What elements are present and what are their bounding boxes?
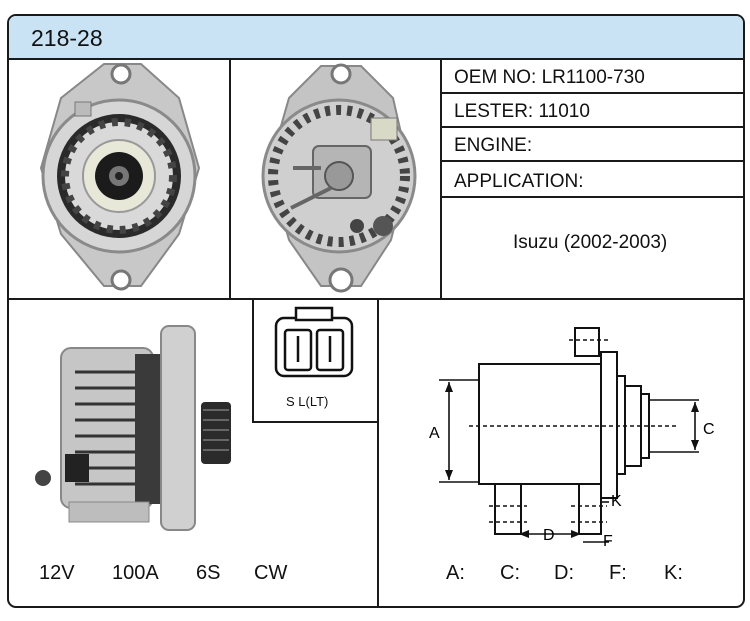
grid-divider [442,126,743,128]
dimension-f: F: [609,562,627,584]
lester-number: LESTER: 11010 [454,101,590,122]
connector-box: S L(LT) [252,300,377,423]
header-bar: 218-28 [9,16,743,60]
dim-label-a: A [429,425,440,442]
spec-voltage: 12V [39,562,75,584]
alternator-side-photo [35,325,231,531]
dimension-k: K: [664,562,683,584]
application-label: APPLICATION: [454,171,584,192]
dim-label-f: F [603,533,613,550]
dim-label-k: K [611,493,622,510]
grid-divider [442,196,743,198]
product-card: 218-28 OEM NO: LR1100-730 LESTER: 11010 … [7,14,745,608]
engine-label: ENGINE: [454,135,533,156]
vehicle-application: Isuzu (2002-2003) [513,232,668,253]
grid-divider [442,92,743,94]
alternator-front-photo [39,63,201,291]
dimension-d: D: [554,562,574,584]
spec-rotation: CW [254,562,288,584]
spec-amperage: 100A [112,562,159,584]
grid-divider [442,160,743,162]
grid-divider [377,300,379,606]
dim-label-c: C [703,421,715,438]
oem-number: OEM NO: LR1100-730 [454,67,645,88]
grid-divider [229,58,231,298]
connector-terminal-label: S L(LT) [286,394,329,409]
alternator-rear-photo [261,63,417,293]
grid-divider [9,298,743,300]
dimension-a: A: [446,562,465,584]
dimension-drawing: A C D F K [429,327,715,550]
spec-pulley: 6S [196,562,221,584]
grid-divider [440,58,442,298]
dim-label-d: D [543,527,555,544]
part-number-title: 218-28 [31,25,103,51]
dimension-c: C: [500,562,520,584]
connector-plug-icon [274,306,354,378]
